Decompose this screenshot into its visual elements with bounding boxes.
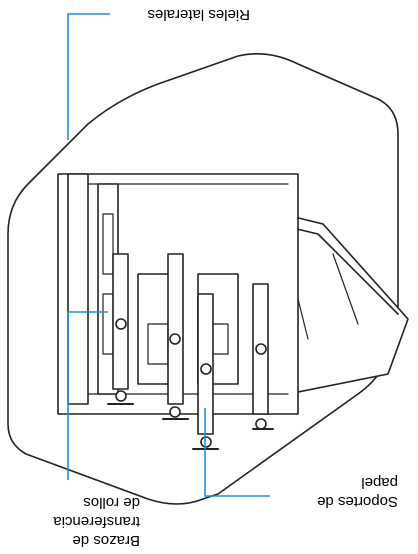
- screw-knobs: [115, 318, 267, 448]
- callout-supports: [204, 408, 270, 497]
- callout-transfer: [67, 311, 108, 480]
- callouts: [67, 13, 270, 497]
- transfer-arm-left: [167, 253, 184, 405]
- callout-rails: [67, 13, 110, 140]
